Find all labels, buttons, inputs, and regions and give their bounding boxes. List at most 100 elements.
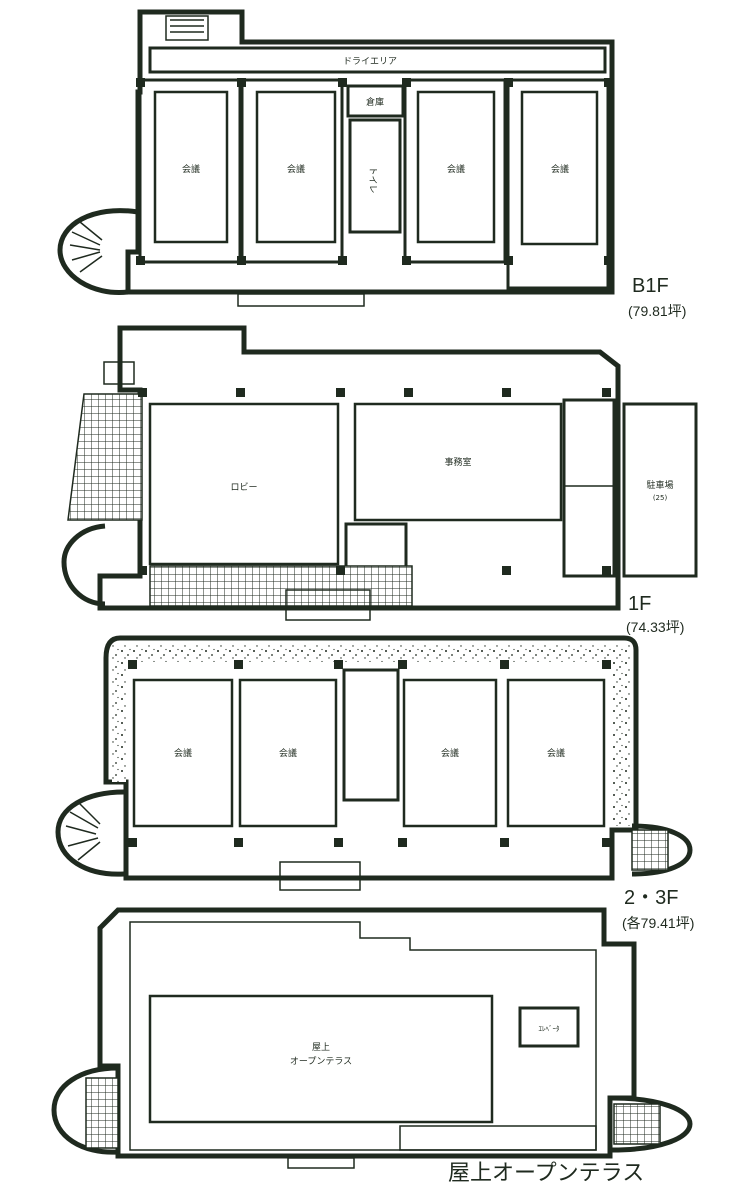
- roof-bench: [399, 1125, 597, 1151]
- f1-column: [602, 566, 611, 575]
- f1-spiral-stair: [61, 523, 106, 607]
- b1f-column: [604, 256, 613, 265]
- f1-column: [336, 388, 345, 397]
- b1f-spiral-stair: [57, 208, 139, 295]
- f23-column: [500, 838, 509, 847]
- b1f-column: [604, 78, 613, 87]
- b1f-room-4-frame: [506, 78, 610, 290]
- f23-room-3: [402, 678, 498, 828]
- b1f-room-3-label: 会議: [447, 163, 465, 175]
- b1f-column: [402, 78, 411, 87]
- roof-plan: 屋上 オープンテラス ｴﾚﾍﾞｰﾀ: [51, 907, 693, 1169]
- roof-terrace-label-1: 屋上: [312, 1042, 330, 1053]
- f23-spiral-stair-left: [55, 789, 125, 877]
- f1-front-hatch: [149, 565, 413, 607]
- f23-room-3-label: 会議: [441, 747, 459, 759]
- b1f-room-1-frame: [138, 78, 242, 264]
- f23-room-1: [132, 678, 234, 828]
- b1f-toilet-label: トイレ: [367, 166, 377, 193]
- f1-area: (74.33坪): [626, 619, 684, 635]
- f23-outer-wall: [103, 635, 639, 881]
- f23-column: [128, 838, 137, 847]
- b1f-column: [504, 256, 513, 265]
- f23-column: [234, 660, 243, 669]
- b1f-room-3: [416, 90, 496, 244]
- f1-column: [404, 388, 413, 397]
- f23-planting-right: [612, 662, 630, 826]
- f23-column: [334, 838, 343, 847]
- b1f-storage-label: 倉庫: [366, 96, 384, 108]
- b1f-column: [338, 78, 347, 87]
- f1-lobby: [148, 402, 340, 566]
- f1-parking: [622, 402, 698, 578]
- roof-terrace-label-2: オープンテラス: [290, 1056, 352, 1067]
- roof-spiral-stair-right: [611, 1095, 693, 1153]
- f23-room-2: [238, 678, 338, 828]
- b1f-room-2: [255, 90, 337, 244]
- b1f-column: [338, 256, 347, 265]
- b1f-area: (79.81坪): [628, 303, 686, 319]
- b1f-stair-treads: [69, 221, 103, 273]
- b1f-entrance: [237, 293, 365, 307]
- f23-column: [500, 660, 509, 669]
- f23-area: (各79.41坪): [622, 915, 694, 931]
- b1f-room-2-label: 会議: [287, 163, 305, 175]
- f1-column: [138, 388, 147, 397]
- f1-parking-label: 駐車場: [646, 479, 673, 491]
- f1-side-room: [562, 398, 616, 578]
- roof-stair-hatch-right: [613, 1103, 661, 1145]
- f23-column: [398, 838, 407, 847]
- b1f-stair-top: [165, 15, 209, 41]
- f23-spiral-stair-right: [631, 823, 693, 877]
- f23-stair-hatch-right: [631, 829, 669, 871]
- b1f-room-3-frame: [403, 78, 507, 264]
- b1f-storage: [346, 84, 405, 118]
- f23-room-4: [506, 678, 606, 828]
- f23-column: [398, 660, 407, 669]
- roof-stair-hatch-left: [85, 1077, 119, 1149]
- f23-column: [602, 838, 611, 847]
- roof-caption: 屋上オープンテラス: [448, 1161, 644, 1186]
- b1f-dry-area: [148, 46, 607, 74]
- f1-column: [502, 388, 511, 397]
- f23-column: [128, 660, 137, 669]
- f23-room-4-label: 会議: [547, 747, 565, 759]
- b1f-toilet: [348, 118, 402, 234]
- f23-room-2-label: 会議: [279, 747, 297, 759]
- roof-inner-wall: [129, 921, 597, 1151]
- b1f-room-1-label: 会議: [182, 163, 200, 175]
- f1-column: [502, 566, 511, 575]
- f1-plan: ロビー 事務室 駐車場 (25): [61, 325, 698, 621]
- b1f-room-4-label: 会議: [551, 163, 569, 175]
- roof-open-terrace: [148, 994, 494, 1124]
- f23-entrance: [279, 861, 361, 891]
- f1-outer-wall: [97, 325, 621, 611]
- f1-entrance: [285, 589, 371, 621]
- f1-parking-count: (25): [653, 494, 668, 502]
- f1-title: 1F: [628, 593, 651, 615]
- f23-title: 2・3F: [624, 887, 678, 909]
- f23-stair-treads-left: [65, 801, 101, 861]
- f1-stair-landing: [103, 361, 135, 385]
- f1-office-label: 事務室: [444, 456, 471, 468]
- b1f-title: B1F: [632, 275, 669, 297]
- b1f-column: [402, 256, 411, 265]
- b1f-plan: ドライエリア 会議 会議 倉庫 トイレ 会議 会議: [57, 9, 615, 307]
- roof-machine-label: ｴﾚﾍﾞｰﾀ: [539, 1025, 560, 1033]
- b1f-column: [237, 78, 246, 87]
- f23-column: [334, 660, 343, 669]
- roof-canopy: [287, 1157, 355, 1169]
- b1f-column: [136, 256, 145, 265]
- roof-machine-room: [518, 1006, 580, 1048]
- b1f-column: [237, 256, 246, 265]
- f23-column: [602, 660, 611, 669]
- b1f-column: [504, 78, 513, 87]
- roof-outer-wall: [97, 907, 637, 1159]
- f23-column: [234, 838, 243, 847]
- f1-lobby-label: ロビー: [230, 482, 257, 493]
- f23-planting-top: [112, 644, 630, 782]
- f23-room-1-label: 会議: [174, 747, 192, 759]
- f1-column: [602, 388, 611, 397]
